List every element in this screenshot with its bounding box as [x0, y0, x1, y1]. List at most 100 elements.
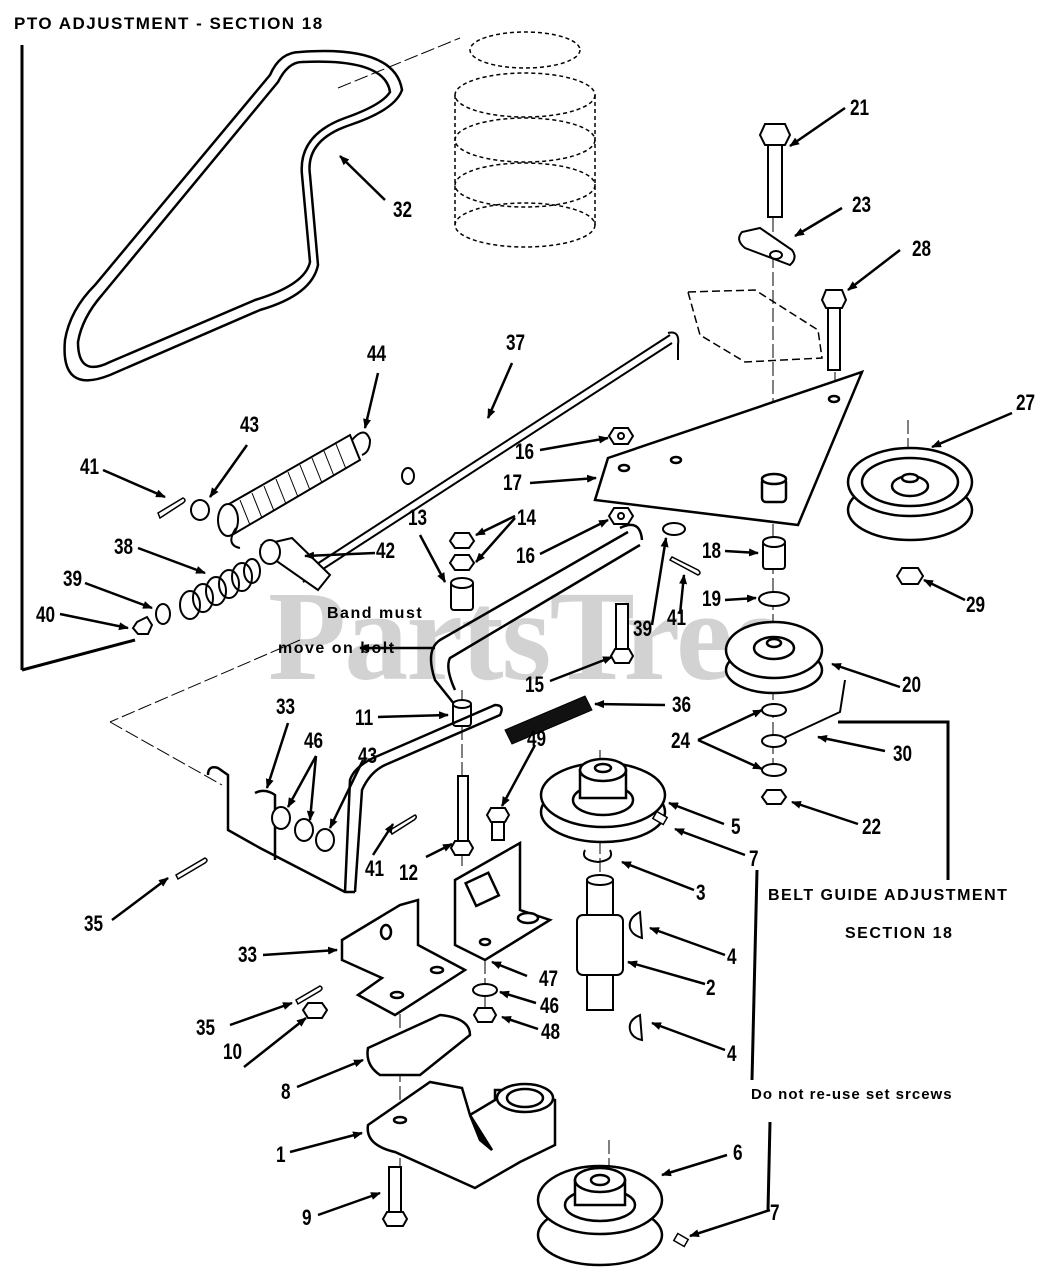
callout-43-lever[interactable]: 43 [358, 743, 378, 768]
mounting-plate-17 [593, 369, 865, 527]
shaft-2 [576, 874, 624, 1011]
callout-41-right[interactable]: 41 [667, 605, 687, 630]
callout-40[interactable]: 40 [36, 602, 56, 627]
callout-23[interactable]: 23 [852, 192, 872, 217]
bolt-49 [485, 807, 511, 841]
washer-43-left [190, 499, 210, 521]
callout-36[interactable]: 36 [672, 692, 692, 717]
callout-2[interactable]: 2 [706, 975, 716, 1000]
washer-46-lower [472, 983, 498, 997]
callout-32[interactable]: 32 [393, 197, 413, 222]
cotter-pin-41-left [157, 497, 186, 520]
cotter-pin-41-lever [389, 814, 418, 836]
callout-16-top[interactable]: 16 [515, 439, 535, 464]
callout-11[interactable]: 11 [355, 705, 374, 730]
note-band-must: Band must [327, 605, 424, 622]
key-4-lower [628, 1013, 644, 1042]
callout-42[interactable]: 42 [376, 538, 396, 563]
callout-30[interactable]: 30 [893, 741, 913, 766]
callout-15[interactable]: 15 [525, 672, 545, 697]
callout-7-lower[interactable]: 7 [770, 1200, 780, 1225]
callout-35-upper[interactable]: 35 [84, 911, 104, 936]
callout-39-left[interactable]: 39 [63, 566, 83, 591]
callout-14[interactable]: 14 [517, 505, 537, 530]
callout-47[interactable]: 47 [539, 966, 559, 991]
callout-29[interactable]: 29 [966, 592, 986, 617]
callout-46-upper[interactable]: 46 [304, 728, 324, 753]
callout-33-lower[interactable]: 33 [238, 942, 258, 967]
bolt-12 [449, 775, 475, 856]
callout-19[interactable]: 19 [702, 586, 722, 611]
callout-41-lever[interactable]: 41 [365, 856, 385, 881]
washers-46-43 [271, 806, 335, 852]
callout-27[interactable]: 27 [1016, 390, 1036, 415]
bolt-9 [381, 1166, 409, 1227]
callout-39-right[interactable]: 39 [633, 616, 653, 641]
belt-guide-adjustment-title: BELT GUIDE ADJUSTMENT [768, 887, 1009, 904]
callout-28[interactable]: 28 [912, 236, 932, 261]
callout-35-lower[interactable]: 35 [196, 1015, 216, 1040]
callout-48[interactable]: 48 [541, 1019, 561, 1044]
spacer-13 [450, 577, 474, 611]
roller-36 [504, 695, 593, 745]
retaining-ring-3 [582, 849, 613, 864]
callout-24[interactable]: 24 [671, 728, 691, 753]
note-move-on-bolt: move on bolt [278, 640, 396, 657]
phantom-pulley-stack [454, 31, 596, 248]
nut-10 [301, 1002, 329, 1019]
bracket-33-lower [340, 898, 468, 1017]
callout-5[interactable]: 5 [731, 814, 741, 839]
nut-29 [895, 567, 925, 585]
callout-49[interactable]: 49 [527, 726, 547, 751]
callout-22[interactable]: 22 [862, 814, 882, 839]
callout-20[interactable]: 20 [902, 672, 922, 697]
callout-1[interactable]: 1 [276, 1142, 286, 1167]
callout-10[interactable]: 10 [223, 1039, 243, 1064]
idler-pulley-27 [846, 446, 974, 542]
pivot-block-42 [259, 536, 332, 592]
callout-7-upper[interactable]: 7 [749, 846, 759, 871]
washer-19 [758, 591, 790, 607]
nut-16-bottom [607, 507, 635, 525]
callout-9[interactable]: 9 [302, 1205, 312, 1230]
nuts-14 [448, 532, 476, 571]
spacer-18 [762, 536, 786, 570]
cotter-pin-35-upper [175, 857, 208, 881]
drive-belt-32 [63, 49, 404, 382]
idler-pulley-20 [724, 620, 824, 695]
cotter-pin-41-right [668, 556, 701, 576]
callout-37[interactable]: 37 [506, 330, 526, 355]
callout-18[interactable]: 18 [702, 538, 722, 563]
control-rod-37 [299, 331, 680, 583]
belt-guide-section: SECTION 18 [845, 925, 954, 942]
callout-16-bottom[interactable]: 16 [516, 543, 536, 568]
nut-48 [472, 1007, 498, 1023]
callout-33-upper[interactable]: 33 [276, 694, 296, 719]
callout-38[interactable]: 38 [114, 534, 134, 559]
callout-43-left[interactable]: 43 [240, 412, 260, 437]
bolt-28 [820, 289, 848, 371]
callout-17[interactable]: 17 [503, 470, 523, 495]
plate-8 [366, 1013, 472, 1077]
extension-spring-44 [217, 431, 372, 549]
callout-41-left[interactable]: 41 [80, 454, 100, 479]
compression-spring-38 [179, 558, 261, 620]
callout-12[interactable]: 12 [399, 860, 419, 885]
washer-39-right [662, 522, 686, 536]
callout-13[interactable]: 13 [408, 505, 428, 530]
note-set-screws: Do not re-use set srcews [751, 1086, 953, 1103]
set-screw-bracket-line [750, 869, 772, 1211]
pto-bracket-line [20, 45, 136, 672]
callout-4-upper[interactable]: 4 [727, 944, 737, 969]
clamp-23 [738, 226, 796, 267]
callout-44[interactable]: 44 [367, 341, 387, 366]
callout-46-lower[interactable]: 46 [540, 993, 560, 1018]
callout-3[interactable]: 3 [696, 880, 706, 905]
callout-21[interactable]: 21 [850, 95, 870, 120]
callout-6[interactable]: 6 [733, 1140, 743, 1165]
callout-8[interactable]: 8 [281, 1079, 291, 1104]
callout-4-lower[interactable]: 4 [727, 1041, 737, 1066]
nut-22 [760, 789, 788, 805]
